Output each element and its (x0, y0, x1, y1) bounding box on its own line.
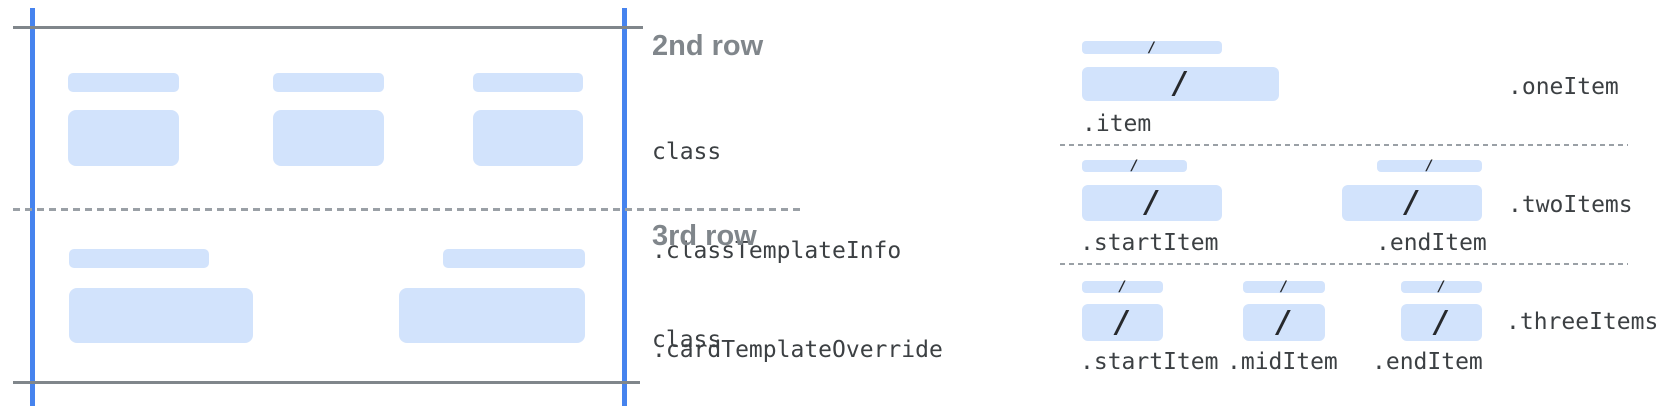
code-line: .cardTemplateOverride (652, 337, 943, 363)
slash-icon: / (1279, 279, 1289, 295)
legend-divider-dotted-line (1060, 263, 1628, 265)
two-items-start-label-bar: / (1082, 158, 1187, 174)
mid-item-field-label: .midItem (1227, 349, 1338, 375)
card-right-edge-guide (622, 8, 627, 406)
row2-col3-label-placeholder (473, 73, 583, 92)
row2-col1-label-placeholder (68, 73, 179, 92)
slash-icon: / (1142, 185, 1162, 220)
two-items-end-label-bar: / (1377, 158, 1482, 174)
start-item-field-label: .startItem (1080, 230, 1219, 256)
row2-col1-value-placeholder (68, 110, 179, 166)
three-items-start-value-box: / (1082, 304, 1163, 341)
two-items-layout-name: .twoItems (1508, 192, 1633, 218)
one-item-value-box: / (1082, 67, 1279, 101)
legend-divider-dotted-line (1060, 144, 1628, 146)
two-items-end-value-box: / (1342, 185, 1482, 221)
three-items-end-label-bar: / (1401, 279, 1482, 295)
item-field-label: .item (1082, 111, 1152, 137)
card-bottom-guide-line (13, 381, 640, 384)
three-items-start-label-bar: / (1082, 279, 1163, 295)
one-item-layout-name: .oneItem (1508, 74, 1619, 100)
three-items-end-value-box: / (1401, 304, 1482, 341)
card-top-guide-line (13, 26, 643, 29)
row2-col2-label-placeholder (273, 73, 384, 92)
slash-icon: / (1147, 39, 1157, 56)
row2-col2-value-placeholder (273, 110, 384, 166)
row2-annotation-code: class .classTemplateInfo .cardTemplateOv… (652, 70, 984, 412)
code-line: .classTemplateInfo (652, 238, 902, 264)
one-item-label-bar: / (1082, 39, 1222, 56)
start-item-field-label: .startItem (1080, 349, 1219, 375)
row-divider-dashed-line (13, 208, 802, 211)
slash-icon: / (1432, 304, 1451, 340)
row3-annotation-title: 3rd row (652, 220, 757, 252)
code-line: class (652, 327, 722, 353)
card-left-edge-guide (30, 8, 35, 406)
slash-icon: / (1425, 158, 1434, 174)
row3-start-value-placeholder (69, 288, 253, 343)
row3-end-label-placeholder (443, 249, 585, 268)
slash-icon: / (1437, 279, 1446, 295)
row3-end-value-placeholder (399, 288, 585, 343)
three-items-layout-name: .threeItems (1506, 309, 1659, 335)
row2-col3-value-placeholder (473, 110, 583, 166)
end-item-field-label: .endItem (1372, 349, 1483, 375)
three-items-mid-label-bar: / (1243, 279, 1325, 295)
slash-icon: / (1274, 304, 1294, 340)
two-items-start-value-box: / (1082, 185, 1222, 221)
row3-annotation-code: class .classTemplateInfo .cardTemplateOv… (652, 258, 984, 412)
row3-start-label-placeholder (69, 249, 209, 268)
slash-icon: / (1402, 185, 1422, 220)
end-item-field-label: .endItem (1376, 230, 1487, 256)
row2-annotation-title: 2nd row (652, 30, 764, 62)
slash-icon: / (1118, 279, 1127, 295)
three-items-mid-value-box: / (1243, 304, 1325, 341)
slash-icon: / (1171, 66, 1190, 101)
code-line: class (652, 139, 722, 165)
slash-icon: / (1130, 158, 1139, 174)
slash-icon: / (1113, 304, 1132, 340)
